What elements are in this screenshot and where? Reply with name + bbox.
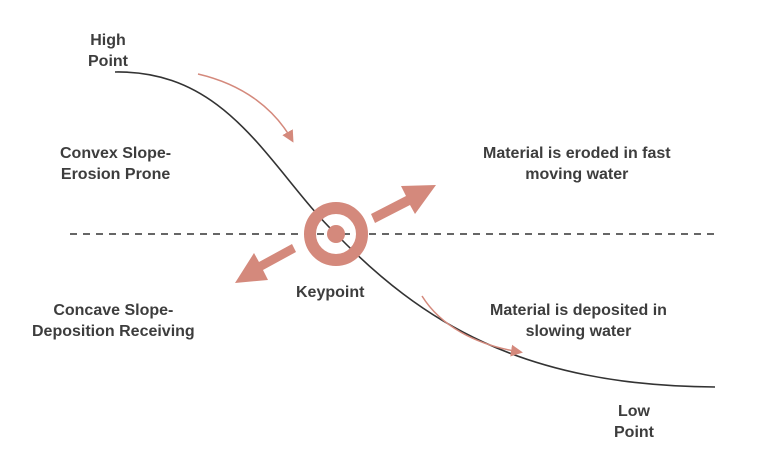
deposited-label: Material is deposited in slowing water	[490, 302, 667, 340]
arrow-down-left-icon	[235, 244, 296, 283]
convex-slope-label: Convex Slope- Erosion Prone	[60, 145, 172, 183]
concave-slope-label: Concave Slope- Deposition Receiving	[32, 302, 195, 340]
keypoint-marker	[304, 202, 368, 266]
flow-arrow-upper	[197, 73, 294, 143]
eroded-label: Material is eroded in fast moving water	[483, 145, 671, 183]
keypoint-label: Keypoint	[296, 284, 365, 301]
arrow-up-right-icon	[371, 185, 436, 223]
low-point-label: Low Point	[614, 403, 654, 441]
flow-arrow-lower	[421, 295, 523, 357]
high-point-label: High Point	[88, 32, 128, 70]
